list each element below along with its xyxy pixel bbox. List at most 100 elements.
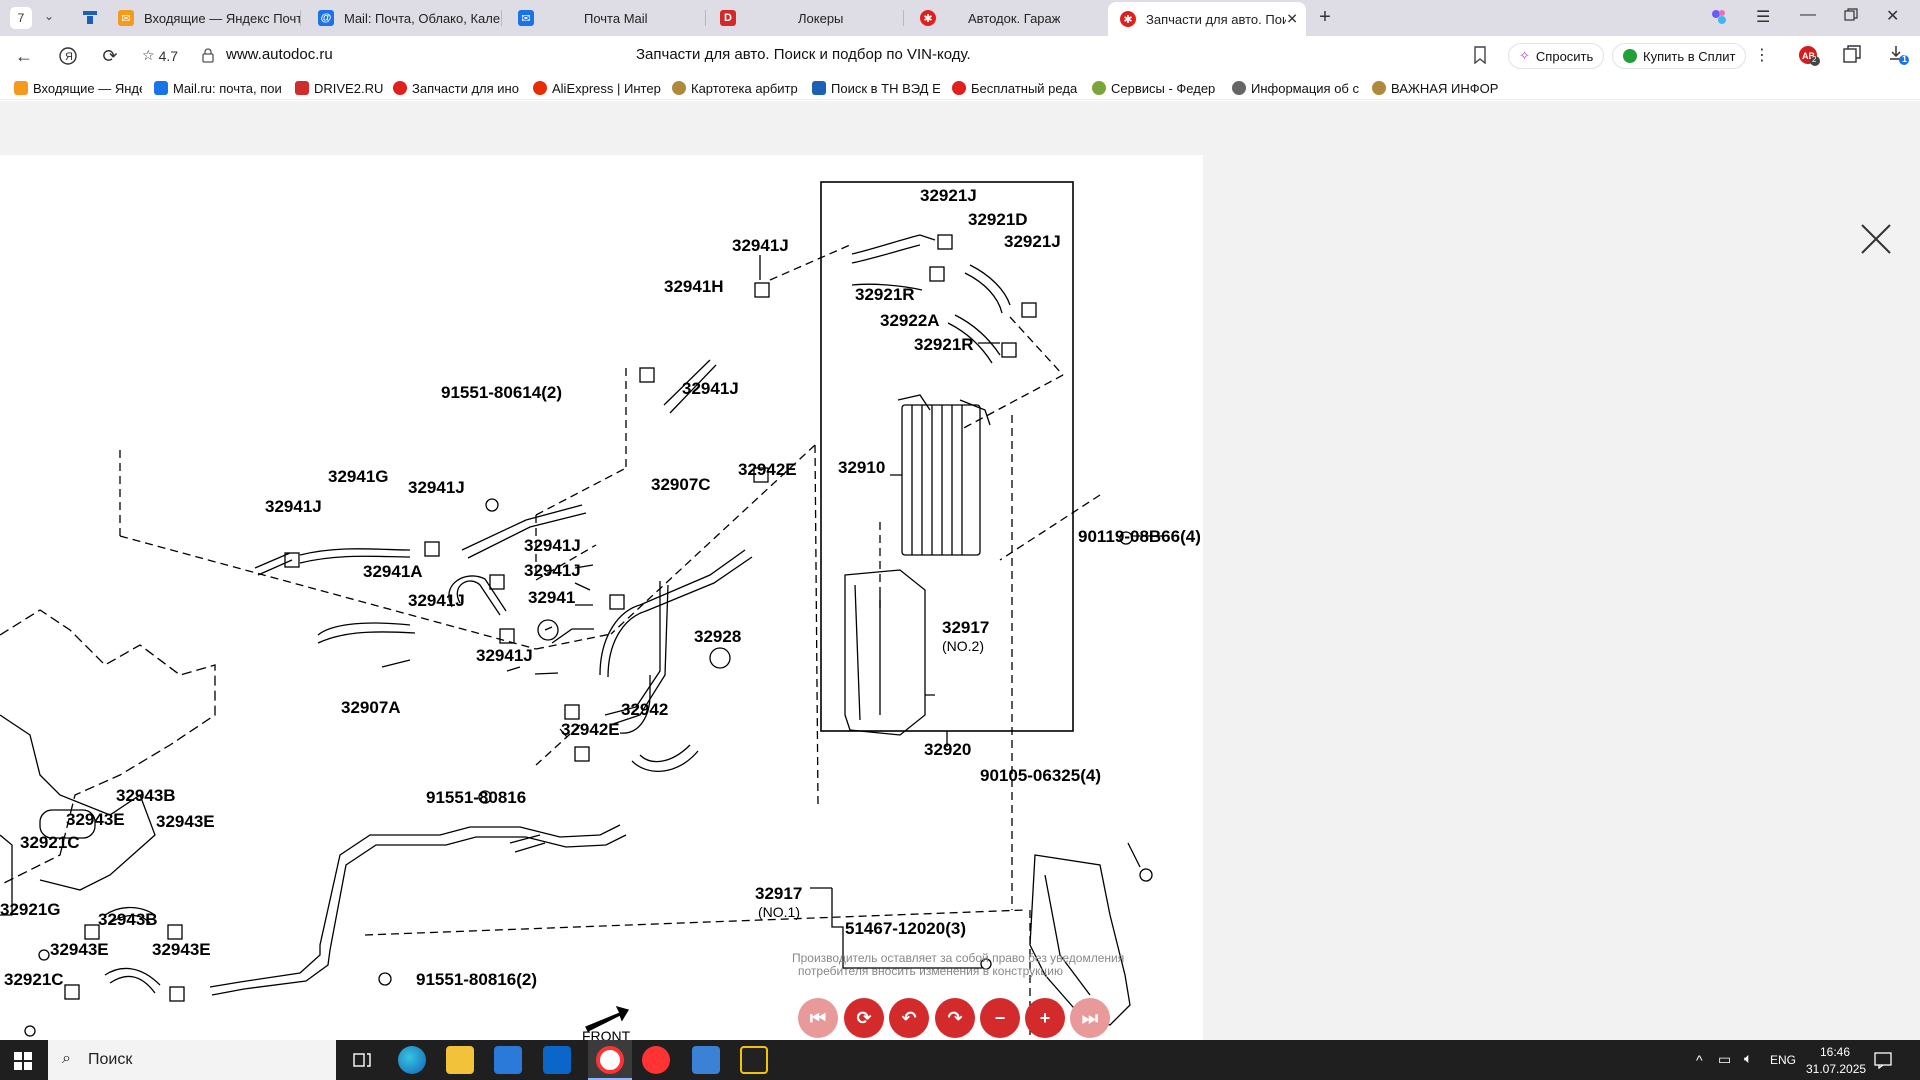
new-tab-button[interactable]: + bbox=[1319, 5, 1331, 28]
back-button[interactable]: ← bbox=[15, 45, 33, 66]
label-32922A[interactable]: 32922A bbox=[880, 311, 940, 330]
label-32942E-1[interactable]: 32942E bbox=[738, 460, 797, 479]
reload-button[interactable]: ⟳ bbox=[102, 45, 118, 66]
label-32907A[interactable]: 32907A bbox=[341, 698, 401, 717]
label-32921C-1[interactable]: 32921C bbox=[20, 833, 80, 852]
restore-button[interactable] bbox=[1844, 8, 1858, 22]
label-32943E-2[interactable]: 32943E bbox=[156, 812, 215, 831]
alice-icon[interactable] bbox=[1710, 8, 1728, 26]
close-viewer-icon[interactable] bbox=[1858, 221, 1894, 257]
label-32941J-4[interactable]: 32941J bbox=[265, 497, 322, 516]
split-button[interactable]: Купить в Сплит bbox=[1612, 43, 1747, 69]
label-32943E-1[interactable]: 32943E bbox=[66, 810, 125, 829]
label-32941J-1[interactable]: 32941J bbox=[732, 236, 789, 255]
label-51467-12020[interactable]: 51467-12020(3) bbox=[845, 919, 966, 938]
outlook-icon[interactable] bbox=[543, 1046, 571, 1074]
bookmark-aliexpress[interactable]: AliExpress | Интер bbox=[533, 79, 661, 97]
bookmark-fed-services[interactable]: Сервисы - Федер bbox=[1092, 79, 1220, 97]
volume-icon[interactable]: 🔈︎ bbox=[1744, 1050, 1753, 1066]
label-32910[interactable]: 32910 bbox=[838, 458, 885, 477]
label-32941H[interactable]: 32941H bbox=[664, 277, 724, 296]
notifications-icon[interactable] bbox=[1874, 1051, 1892, 1070]
label-32943E-3[interactable]: 32943E bbox=[50, 940, 109, 959]
parts-diagram[interactable]: 32921J 32921D 32921J 32921R 32922A 32921… bbox=[0, 155, 1203, 1041]
calculator-icon[interactable] bbox=[692, 1046, 720, 1074]
tab-counter[interactable]: 7 bbox=[10, 7, 32, 29]
label-91551-80816-2[interactable]: 91551-80816(2) bbox=[416, 970, 537, 989]
close-window-button[interactable]: ✕ bbox=[1886, 8, 1900, 25]
url-field[interactable]: www.autodoc.ru bbox=[226, 46, 333, 63]
label-32942E-2[interactable]: 32942E bbox=[561, 720, 620, 739]
label-90105-06325[interactable]: 90105-06325(4) bbox=[980, 766, 1101, 785]
label-32921R[interactable]: 32921R bbox=[855, 285, 915, 304]
bookmark-tnved[interactable]: Поиск в ТН ВЭД Е bbox=[812, 79, 940, 97]
reset-view-button[interactable]: ⟳ bbox=[844, 998, 884, 1038]
close-tab-icon[interactable]: ✕ bbox=[1286, 10, 1298, 27]
label-32941J-6[interactable]: 32941J bbox=[524, 561, 581, 580]
lock-icon[interactable] bbox=[200, 47, 216, 63]
label-32943B-1[interactable]: 32943B bbox=[116, 786, 176, 805]
label-32941J-5[interactable]: 32941J bbox=[524, 536, 581, 555]
label-32942[interactable]: 32942 bbox=[621, 700, 668, 719]
windows-start-icon[interactable] bbox=[14, 1052, 32, 1070]
label-32941[interactable]: 32941 bbox=[528, 588, 575, 607]
bookmark-yandex-mail[interactable]: Входящие — Яндекс bbox=[14, 79, 142, 97]
label-32917-no2[interactable]: 32917 bbox=[942, 618, 989, 637]
first-page-button[interactable]: ⏮ bbox=[798, 998, 838, 1038]
label-32941A[interactable]: 32941A bbox=[363, 562, 423, 581]
bookmark-free-editor[interactable]: Бесплатный реда bbox=[952, 79, 1080, 97]
rotate-right-button[interactable]: ↷ bbox=[935, 998, 975, 1038]
label-32921D[interactable]: 32921D bbox=[968, 210, 1028, 229]
label-32941J-3[interactable]: 32941J bbox=[408, 478, 465, 497]
label-91551-80614[interactable]: 91551-80614(2) bbox=[441, 383, 562, 402]
ask-button[interactable]: ✧ Спросить bbox=[1508, 43, 1605, 69]
bookmark-icon[interactable] bbox=[1472, 46, 1488, 65]
menu-icon[interactable]: ☰ bbox=[1756, 9, 1771, 26]
collections-icon[interactable] bbox=[1842, 45, 1862, 65]
zoom-out-button[interactable]: − bbox=[980, 998, 1020, 1038]
tab-yandex-mail[interactable]: ✉ Входящие — Яндекс Почта bbox=[106, 4, 301, 32]
bookmark-autodoc[interactable]: Запчасти для ино bbox=[393, 79, 519, 97]
label-32921J[interactable]: 32921J bbox=[920, 186, 977, 205]
bookmark-drive2[interactable]: DRIVE2.RU bbox=[295, 79, 395, 97]
more-options-icon[interactable]: ⋮ bbox=[1754, 47, 1770, 64]
clock-date[interactable]: 31.07.2025 bbox=[1806, 1062, 1867, 1076]
bookmark-mail-ru[interactable]: Mail.ru: почта, пои bbox=[154, 79, 282, 97]
tab-pochta-mail[interactable]: ✉ Почта Mail bbox=[506, 4, 706, 32]
label-32921J-b[interactable]: 32921J bbox=[1004, 232, 1061, 251]
tab-groups-icon[interactable] bbox=[82, 9, 98, 25]
edge-icon[interactable] bbox=[398, 1046, 426, 1074]
file-explorer-icon[interactable] bbox=[446, 1046, 474, 1074]
tab-autodoc-garage[interactable]: ✱ Автодок. Гараж bbox=[908, 4, 1104, 32]
adblock-extension-icon[interactable]: AB 2 bbox=[1798, 45, 1820, 67]
taskbar-search[interactable]: ⌕ Поиск bbox=[48, 1040, 336, 1080]
label-32941J-7[interactable]: 32941J bbox=[408, 591, 465, 610]
label-32921C-2[interactable]: 32921C bbox=[4, 970, 64, 989]
clock-time[interactable]: 16:46 bbox=[1820, 1045, 1851, 1059]
zoom-in-button[interactable]: + bbox=[1025, 998, 1065, 1038]
last-page-button[interactable]: ⏭ bbox=[1070, 998, 1110, 1038]
yandex-icon[interactable]: Я bbox=[56, 44, 80, 68]
label-32920[interactable]: 32920 bbox=[924, 740, 971, 759]
label-32921G[interactable]: 32921G bbox=[0, 900, 61, 919]
store-icon[interactable] bbox=[494, 1046, 522, 1074]
minimize-button[interactable]: — bbox=[1800, 6, 1816, 23]
tray-overflow-icon[interactable]: ^ bbox=[1696, 1052, 1703, 1068]
label-91551-80816[interactable]: 91551-80816 bbox=[426, 788, 526, 807]
language-indicator[interactable]: ENG bbox=[1770, 1053, 1797, 1067]
tab-mail-ru[interactable]: @ Mail: Почта, Облако, Календарь bbox=[306, 4, 502, 32]
rotate-left-button[interactable]: ↶ bbox=[889, 998, 929, 1038]
label-90119-08B66[interactable]: 90119-08B66(4) bbox=[1078, 527, 1201, 546]
sun-app-icon[interactable] bbox=[740, 1046, 768, 1074]
label-32941G[interactable]: 32941G bbox=[328, 467, 389, 486]
label-32941J-2[interactable]: 32941J bbox=[682, 379, 739, 398]
label-32941J-8[interactable]: 32941J bbox=[476, 646, 533, 665]
downloads-icon[interactable]: 1 bbox=[1888, 44, 1910, 66]
network-icon[interactable]: ▭ bbox=[1718, 1051, 1732, 1067]
yandex-browser-taskbar-item[interactable] bbox=[588, 1040, 632, 1080]
chevron-down-icon[interactable]: ⌄ bbox=[44, 9, 55, 23]
bookmark-arbitr[interactable]: Картотека арбитр bbox=[672, 79, 800, 97]
label-32928[interactable]: 32928 bbox=[694, 627, 741, 646]
label-32907C[interactable]: 32907C bbox=[651, 475, 711, 494]
bookmark-important[interactable]: ВАЖНАЯ ИНФОР bbox=[1372, 79, 1500, 97]
